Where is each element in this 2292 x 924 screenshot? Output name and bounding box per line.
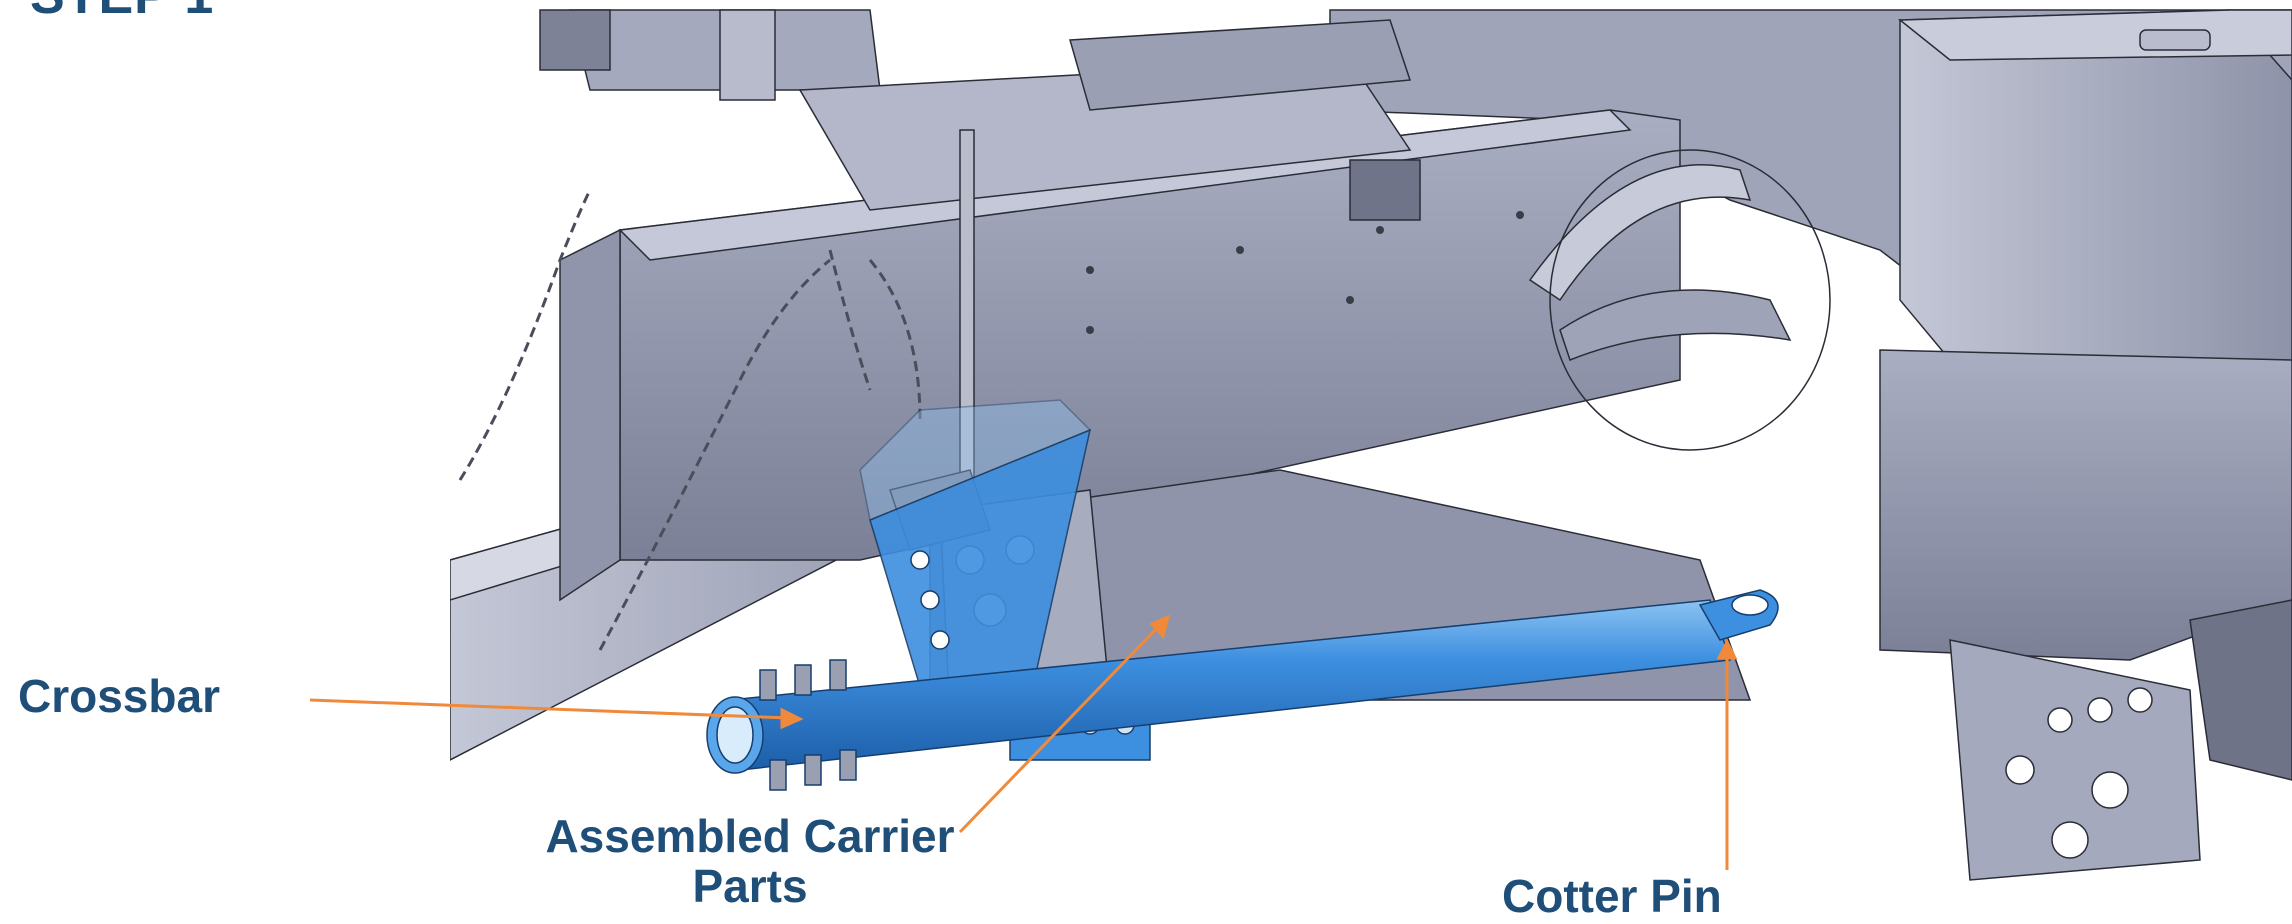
- top-members: [539, 9, 1421, 221]
- crossbar-label: Crossbar: [18, 670, 220, 722]
- upper-housing: [1329, 9, 2292, 381]
- hydraulic-arm: [1528, 149, 1831, 451]
- page-title: STEP 1: [30, 0, 214, 26]
- carrier-label-line1: Assembled Carrier: [545, 810, 955, 862]
- machine-assembly-illustration: [450, 9, 2292, 881]
- cotter-pin-label: Cotter Pin: [1502, 870, 1722, 922]
- tail-section: [2189, 599, 2292, 781]
- carrier-label-line2: Parts: [692, 859, 808, 912]
- assembled-carrier-parts-label: Assembled Carrier Parts: [520, 810, 980, 912]
- chains: [458, 189, 922, 651]
